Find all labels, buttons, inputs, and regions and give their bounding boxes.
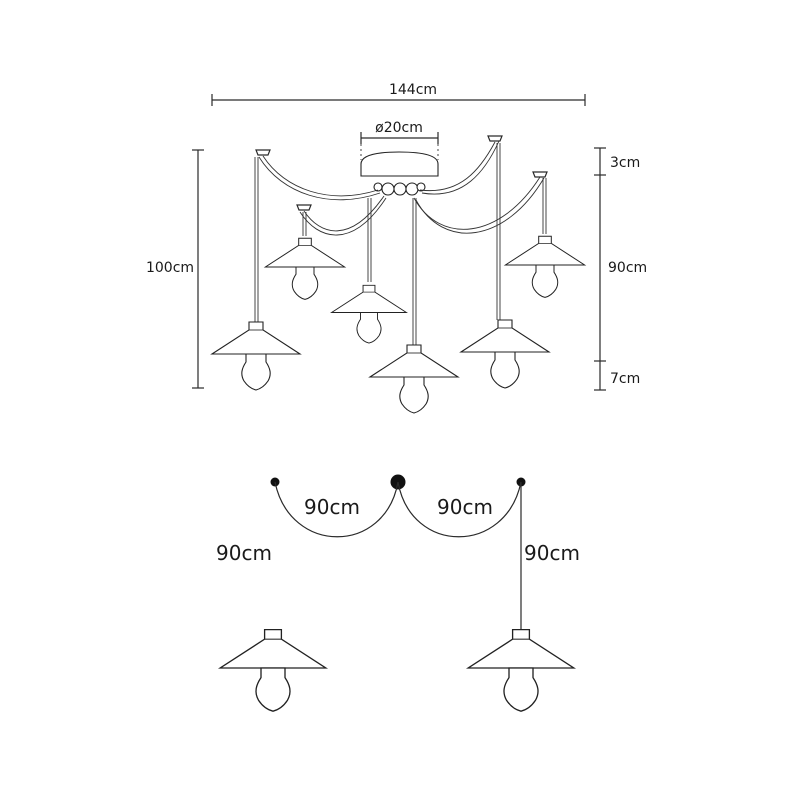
right-swag-arc (397, 481, 522, 538)
ceiling-hook (255, 149, 271, 156)
canopy-diameter-dimension: ø20cm (360, 120, 439, 160)
lamp-height-label: 7cm (610, 371, 640, 387)
ceiling-canopy (360, 151, 439, 196)
ceiling-hook (532, 171, 548, 178)
canopy-height-label: 3cm (610, 155, 640, 171)
pendant-lamp (211, 321, 301, 391)
height-label: 100cm (146, 260, 194, 276)
left-swag-arc (274, 481, 399, 538)
left-arc-label: 90cm (304, 495, 360, 519)
ceiling-hook (487, 135, 503, 142)
swag-cables (258, 140, 545, 236)
top-dimension-drawing: 144cm ø20cm 100cm 3cm 90cm 7cm (146, 82, 647, 414)
pendant-lamp-right (467, 628, 575, 712)
right-drop-label: 90cm (524, 541, 580, 565)
pendant-lamp (264, 237, 346, 300)
cable-length-label: 90cm (608, 260, 647, 276)
pendant-lamp-left (219, 628, 327, 712)
pendant-lamp (460, 319, 550, 389)
pendant-lamp (369, 344, 459, 414)
width-label: 144cm (389, 82, 437, 98)
width-dimension: 144cm (211, 82, 586, 106)
pendant-lamp (331, 284, 407, 344)
left-drop-label: 90cm (216, 541, 272, 565)
drop-cables (254, 143, 547, 345)
height-dimension: 100cm (146, 149, 204, 389)
bottom-cable-length-drawing: 90cm 90cm 90cm 90cm (216, 474, 580, 712)
right-stacked-dimensions: 3cm 90cm 7cm (594, 147, 647, 391)
ceiling-hook (296, 204, 312, 211)
canopy-diameter-label: ø20cm (375, 120, 423, 136)
right-arc-label: 90cm (437, 495, 493, 519)
pendant-lamp (504, 235, 586, 298)
